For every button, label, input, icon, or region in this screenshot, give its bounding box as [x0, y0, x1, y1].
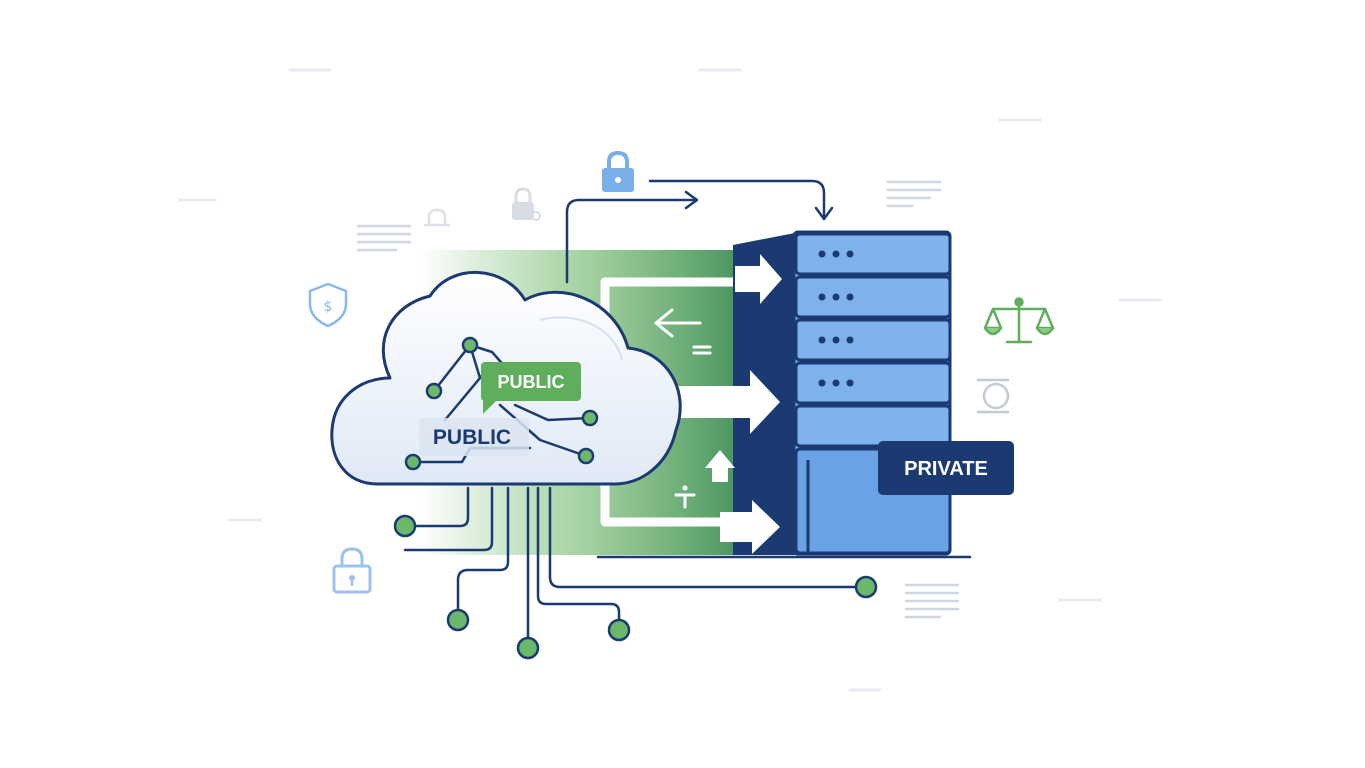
network-connectors	[403, 179, 972, 650]
public-label-white: PUBLIC	[433, 426, 511, 449]
public-tag-white: PUBLIC	[419, 418, 529, 456]
node	[607, 618, 631, 642]
endpoint-nodes	[393, 514, 878, 660]
lock-icon	[512, 187, 541, 221]
document-lines-icon	[886, 180, 942, 208]
public-label-green: PUBLIC	[498, 372, 565, 392]
document-lines-icon	[356, 224, 412, 252]
shield-dollar-icon: $	[308, 282, 348, 328]
cloud-circuit	[413, 343, 592, 464]
band-glyphs	[654, 308, 712, 509]
server-units	[794, 232, 952, 555]
arrow-up	[705, 450, 735, 482]
sync-icon	[976, 378, 1010, 414]
lock-icon	[602, 150, 634, 192]
arrow-right-bottom	[720, 500, 780, 554]
cloud-circuit-nodes	[404, 336, 599, 471]
svg-text:$: $	[324, 299, 333, 315]
server-leds	[818, 250, 854, 387]
arrow-right-top	[735, 254, 782, 304]
scales-icon	[983, 297, 1055, 344]
lock-icon	[424, 208, 450, 227]
document-lines-icon	[904, 583, 960, 619]
node	[446, 608, 470, 632]
node	[854, 575, 878, 599]
server-rack-icon	[792, 230, 952, 556]
lock-icon	[332, 547, 372, 594]
server-unit	[794, 275, 952, 319]
node	[393, 514, 417, 538]
public-tag-green: PUBLIC	[481, 362, 581, 414]
server-unit	[794, 404, 952, 448]
server-unit	[794, 232, 952, 276]
private-tag: PRIVATE	[878, 441, 1014, 495]
server-unit	[794, 361, 952, 405]
private-label: PRIVATE	[904, 458, 988, 480]
server-unit	[794, 318, 952, 362]
node	[516, 636, 540, 660]
arrow-left-icon	[654, 308, 702, 338]
background-decoration	[178, 68, 1162, 692]
connector-arrowheads	[684, 190, 834, 221]
